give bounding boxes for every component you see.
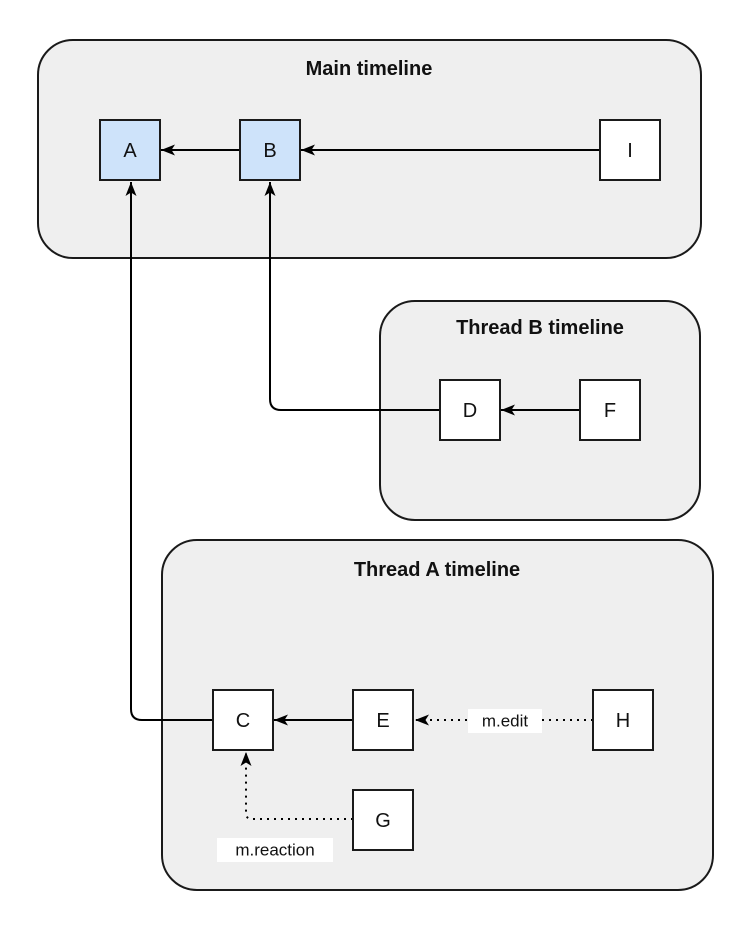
- node-a: [99, 119, 161, 181]
- thread-a-timeline-container: [161, 539, 714, 891]
- node-i-label: I: [627, 140, 633, 162]
- node-b-label: B: [263, 140, 276, 162]
- node-i: [599, 119, 661, 181]
- edge-label-m-edit-bg: [468, 709, 542, 733]
- node-c: [212, 689, 274, 751]
- node-e: [352, 689, 414, 751]
- edge-label-m-reaction-bg: [217, 838, 333, 862]
- node-c-label: C: [236, 710, 250, 732]
- node-d: [439, 379, 501, 441]
- node-f-label: F: [604, 400, 616, 422]
- edge-d-to-b: [264, 182, 440, 411]
- node-e-label: E: [376, 710, 389, 732]
- main-timeline-title: Main timeline: [306, 58, 433, 80]
- node-h: [592, 689, 654, 751]
- edge-label-m-reaction: m.reaction: [235, 841, 314, 860]
- node-h-label: H: [616, 710, 630, 732]
- node-f: [579, 379, 641, 441]
- edge-g-to-c: [240, 752, 353, 820]
- edge-c-to-a: [125, 182, 213, 721]
- node-d-label: D: [463, 400, 477, 422]
- thread-b-timeline-title: Thread B timeline: [456, 317, 624, 339]
- node-a-label: A: [123, 140, 137, 162]
- thread-a-timeline-title: Thread A timeline: [354, 559, 520, 581]
- node-g: [352, 789, 414, 851]
- node-b: [239, 119, 301, 181]
- node-g-label: G: [375, 810, 391, 832]
- edge-label-m-edit: m.edit: [482, 712, 529, 731]
